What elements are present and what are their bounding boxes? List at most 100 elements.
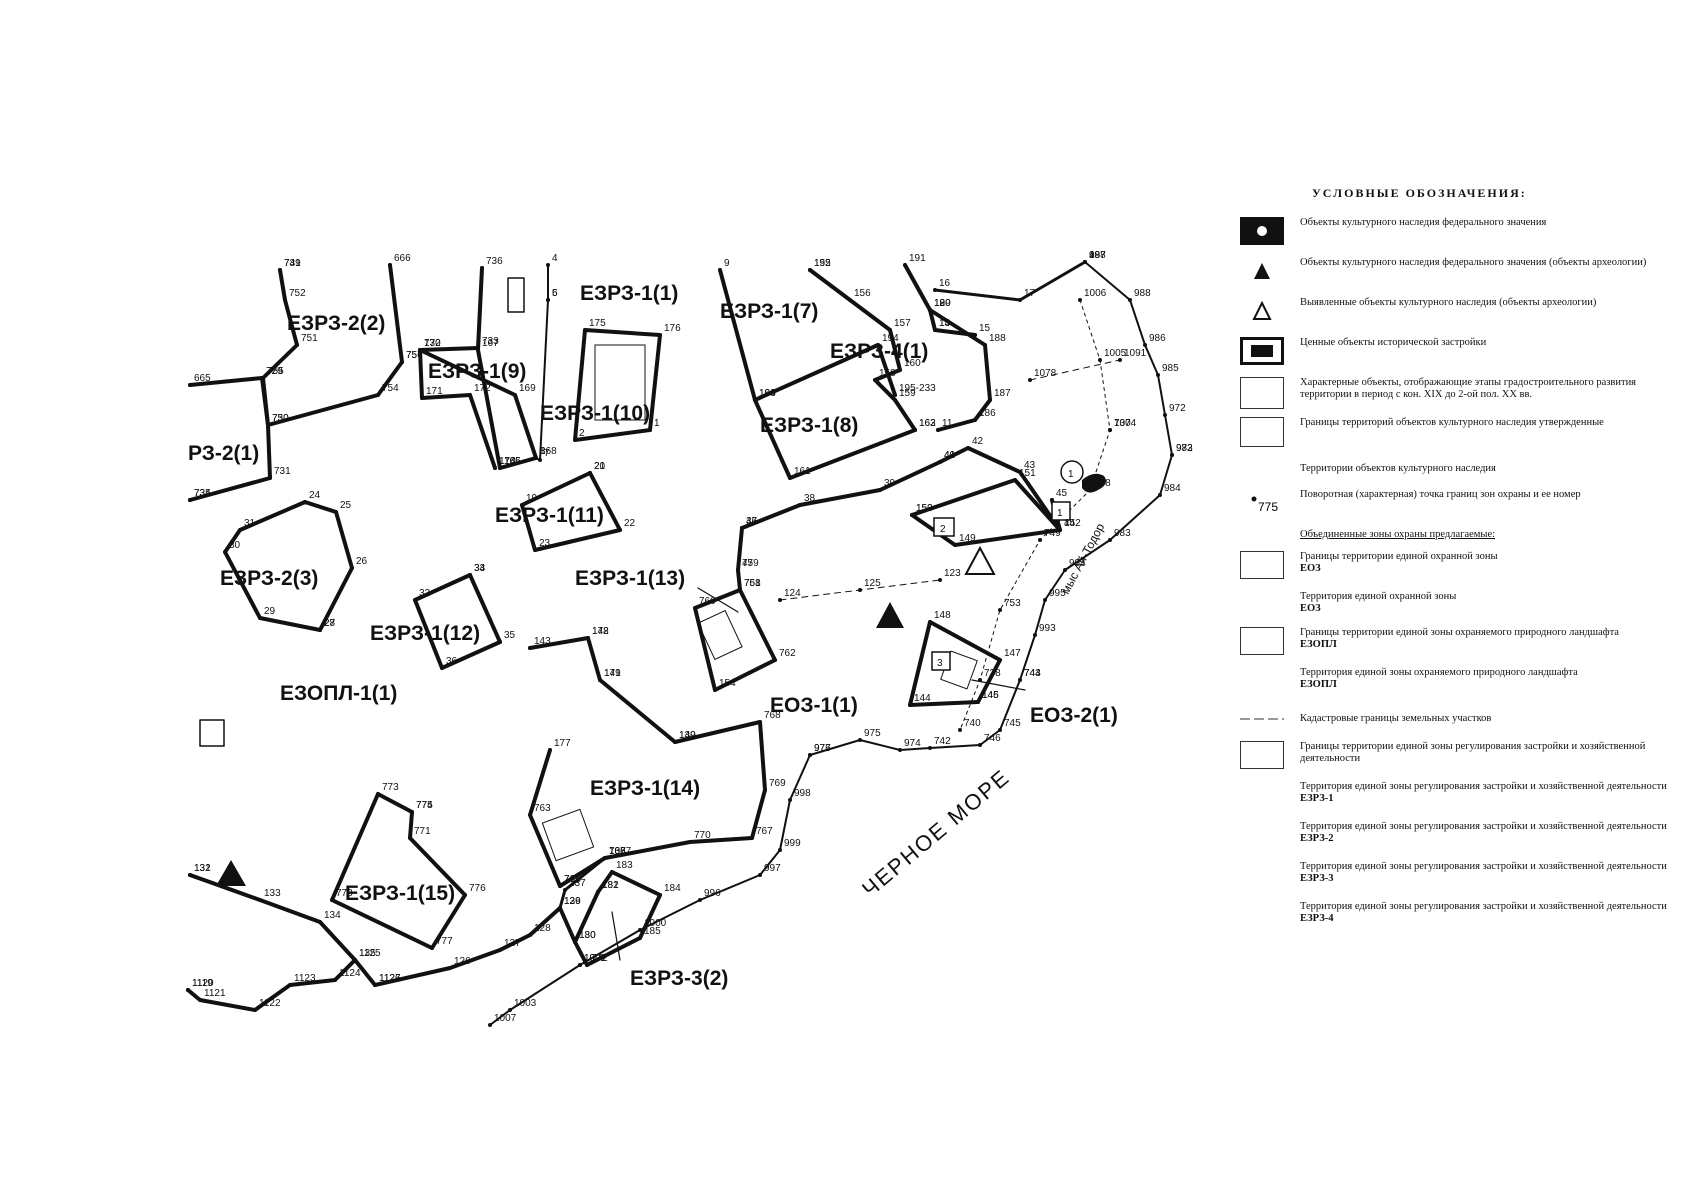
turning-point-dot — [858, 588, 862, 592]
turning-point-dot — [1013, 478, 1017, 482]
turning-point-label: 746 — [984, 733, 1001, 744]
turning-point-label: 19 — [526, 493, 538, 504]
turning-point-dot — [1078, 298, 1082, 302]
turning-point-label: 498 — [1089, 250, 1106, 261]
turning-point-label: 14 — [939, 318, 951, 329]
turning-point-label: 22 — [624, 518, 636, 529]
turning-point-label: 172 — [474, 383, 491, 394]
turning-point-dot — [480, 266, 484, 270]
turning-point-dot — [1156, 373, 1160, 377]
legend-item-ezrz-1: Территория единой зоны регулирования зас… — [1300, 781, 1667, 804]
turning-point-label: 1004 — [1114, 418, 1137, 429]
turning-point-label: 748 — [1094, 478, 1111, 489]
turning-point-dot — [1143, 343, 1147, 347]
turning-point-label: 32 — [419, 588, 431, 599]
turning-point-dot — [958, 728, 962, 732]
legend-item-ezrz-2: Территория единой зоны регулирования зас… — [1300, 821, 1667, 844]
turning-point-label: 132 — [194, 863, 211, 874]
turning-point-dot — [400, 360, 404, 364]
turning-point-dot — [1158, 493, 1162, 497]
turning-point-dot — [333, 978, 337, 982]
turning-point-label: 36 — [446, 656, 458, 667]
turning-point-dot — [585, 963, 589, 967]
turning-point-label: 129 — [564, 896, 581, 907]
turning-point-dot — [998, 658, 1002, 662]
legend-item-ezopl-territory: Территория единой зоны охраняемого приро… — [1300, 667, 1578, 690]
turning-point-label: 764 — [564, 874, 581, 885]
turning-point-label: 4 — [552, 253, 558, 264]
legend-item-cadastral: Кадастровые границы земельных участков — [1240, 707, 1670, 731]
turning-point-label: 5 — [552, 288, 558, 299]
turning-point-dot — [253, 1008, 257, 1012]
turning-point-dot — [520, 503, 524, 507]
turning-point-label: 171 — [426, 386, 443, 397]
characteristic-object-icon — [1240, 377, 1286, 409]
turning-point-label: 44 — [1064, 518, 1076, 529]
turning-point-label: 126 — [454, 956, 471, 967]
monument-marker-circle — [1060, 460, 1084, 484]
ezrz-border-icon — [1240, 741, 1286, 771]
turning-point-label: 146 — [982, 690, 999, 701]
turning-point-dot — [1128, 298, 1132, 302]
turning-point-dot — [408, 836, 412, 840]
turning-point-dot — [1063, 568, 1067, 572]
turning-point-dot — [753, 398, 757, 402]
zone-label: ЕЗРЗ-1(9) — [428, 360, 526, 383]
archaeology-triangle-icon — [876, 602, 904, 628]
zone-label: РЗ-2(1) — [188, 442, 259, 465]
turning-point-label: 774 — [416, 800, 433, 811]
legend-panel: УСЛОВНЫЕ ОБОЗНАЧЕНИЯ: Объекты культурног… — [1240, 186, 1670, 941]
turning-point-label: 166 — [504, 456, 521, 467]
turning-point-label: 755 — [267, 366, 284, 377]
turning-point-dot — [493, 466, 497, 470]
turning-point-label: 187 — [994, 388, 1011, 399]
turning-point-label: 776 — [469, 883, 486, 894]
boundary-ezrz-2-3 — [223, 500, 354, 632]
turning-point-dot — [586, 636, 590, 640]
turning-point-label: 665 — [194, 373, 211, 384]
turning-point-dot — [430, 946, 434, 950]
zone-label: ЕЗРЗ-2(3) — [220, 567, 318, 590]
turning-point-dot — [388, 263, 392, 267]
turning-point-label: 729 — [266, 366, 283, 377]
valuable-building-icon — [1240, 337, 1286, 367]
turning-point-dot — [558, 906, 562, 910]
turning-point-label: 186 — [979, 408, 996, 419]
turning-point-label: 736 — [486, 256, 503, 267]
turning-point-dot — [1043, 598, 1047, 602]
turning-point-dot — [1018, 678, 1022, 682]
turning-point-label: 128 — [534, 923, 551, 934]
turning-point-label: 995 — [1049, 588, 1066, 599]
zone-label: ЕЗРЗ-4(1) — [830, 340, 928, 363]
turning-point-label: 754 — [382, 383, 399, 394]
turning-point-dot — [350, 566, 354, 570]
zone-label: ЕЗРЗ-1(7) — [720, 300, 818, 323]
turning-point-label: 31 — [244, 518, 256, 529]
monument-marker-square — [933, 517, 955, 537]
turning-point-dot — [1118, 358, 1122, 362]
turning-point-dot — [295, 343, 299, 347]
turning-point-dot — [1170, 453, 1174, 457]
turning-point-dot — [573, 438, 577, 442]
turning-point-dot — [888, 328, 892, 332]
turning-point-label: 152 — [1064, 518, 1081, 529]
turning-point-label: 147 — [1004, 648, 1021, 659]
turning-point-label: 145 — [982, 690, 999, 701]
turning-point-label: 731 — [274, 466, 291, 477]
turning-point-label: 188 — [989, 333, 1006, 344]
turning-point-label: 138 — [609, 846, 626, 857]
turning-point-label: 37 — [746, 516, 758, 527]
turning-point-label: 997 — [764, 863, 781, 874]
turning-point-label: 154 — [719, 678, 736, 689]
turning-point-dot — [1088, 488, 1092, 492]
cadastral-line-icon — [1240, 707, 1286, 737]
turning-point-label: 131 — [194, 863, 211, 874]
turning-point-dot — [583, 328, 587, 332]
turning-point-label: 162 — [919, 418, 936, 429]
identified-archaeology-triangle-icon — [964, 545, 996, 575]
turning-point-label: 159 — [899, 388, 916, 399]
boundary-road — [740, 446, 1062, 532]
zone-label: ЕЗРЗ-2(2) — [287, 312, 385, 335]
